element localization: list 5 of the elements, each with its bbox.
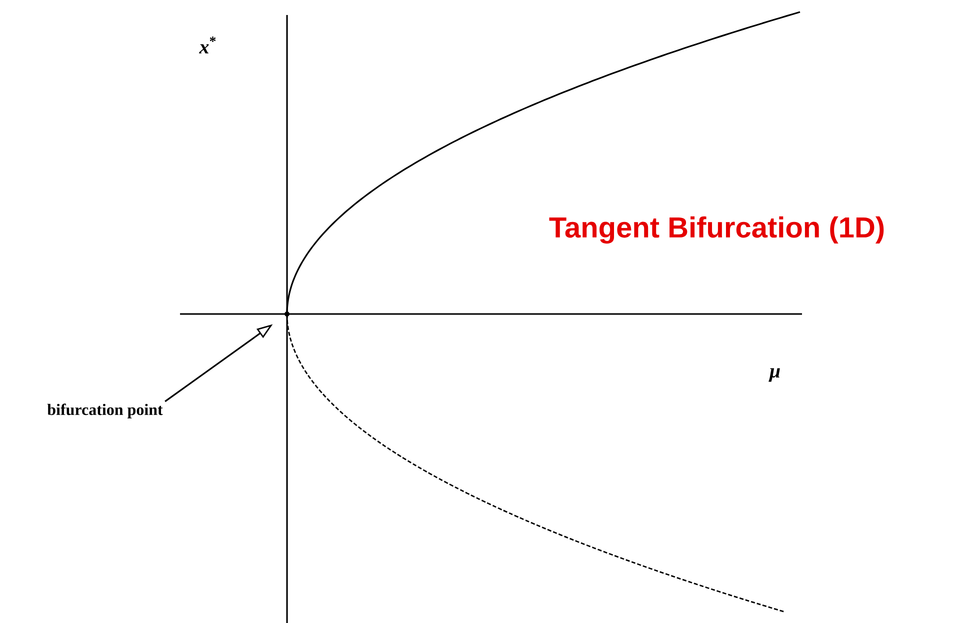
axis-label: μ [768,368,780,382]
bifurcation-point [284,312,290,316]
title: Tangent Bifurcation (1D) [549,216,884,244]
text-label: bifurcation point [47,404,163,418]
axis-label: x$^{*}$ [199,36,216,54]
